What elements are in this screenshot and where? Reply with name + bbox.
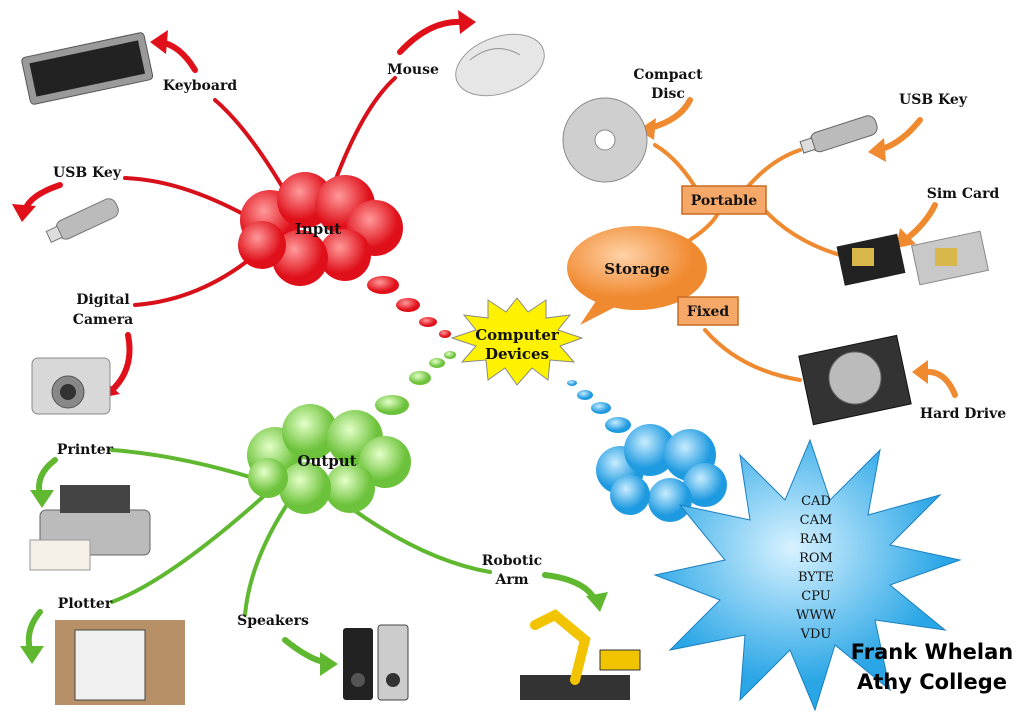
mouse-label: Mouse — [387, 62, 439, 78]
printer-image — [29, 485, 151, 571]
printer-label: Printer — [57, 442, 114, 458]
storage-label: Storage — [604, 260, 669, 278]
hard-drive-label: Hard Drive — [920, 406, 1006, 422]
bubble-trails — [367, 276, 631, 433]
svg-text:VDU: VDU — [800, 627, 832, 642]
hard-drive-image — [798, 334, 912, 426]
keyboard-label: Keyboard — [163, 78, 237, 94]
output-cloud[interactable]: Output — [247, 404, 411, 514]
terms-starburst — [653, 438, 962, 712]
output-label: Output — [297, 452, 356, 470]
sim-card-label: Sim Card — [927, 186, 1000, 202]
sim-card-image — [836, 230, 989, 286]
svg-text:RAM: RAM — [800, 532, 833, 547]
other-cloud[interactable] — [596, 424, 727, 522]
compact-disc-label-1: Compact — [633, 67, 703, 83]
svg-text:Fixed: Fixed — [687, 304, 730, 320]
usb-key-input-image — [45, 198, 119, 244]
mouse-image — [455, 33, 545, 97]
svg-text:Portable: Portable — [691, 193, 758, 209]
fixed-box[interactable]: Fixed — [677, 296, 739, 326]
center-starburst[interactable]: Computer Devices — [450, 297, 584, 386]
compact-disc-image — [562, 97, 648, 183]
svg-text:BYTE: BYTE — [798, 570, 834, 585]
robotic-arm-label-1: Robotic — [482, 553, 542, 569]
terms-list: CAD CAM RAM ROM BYTE CPU WWW VDU — [796, 494, 837, 642]
input-cloud[interactable]: Input — [238, 172, 403, 286]
compact-disc-label-2: Disc — [651, 86, 685, 102]
author-school: Athy College — [857, 670, 1007, 694]
digital-camera-label-1: Digital — [76, 292, 129, 308]
plotter-image — [55, 620, 185, 705]
input-label: Input — [295, 220, 341, 238]
usb-key-storage-image — [799, 115, 878, 154]
robotic-arm-image — [520, 609, 641, 700]
svg-text:ROM: ROM — [799, 551, 833, 566]
storage-node[interactable]: Storage — [567, 226, 707, 325]
digital-camera-label-2: Camera — [73, 312, 133, 328]
portable-box[interactable]: Portable — [681, 185, 767, 215]
svg-text:Computer: Computer — [475, 326, 560, 344]
camera-image — [31, 357, 111, 415]
author-name: Frank Whelan — [851, 640, 1013, 664]
plotter-label: Plotter — [58, 596, 113, 612]
svg-text:CAD: CAD — [801, 494, 831, 509]
svg-text:Devices: Devices — [485, 345, 549, 363]
speakers-image — [343, 624, 409, 701]
usb-key-input-label: USB Key — [53, 165, 122, 181]
robotic-arm-label-2: Arm — [494, 572, 528, 588]
speakers-label: Speakers — [237, 613, 309, 629]
svg-text:WWW: WWW — [796, 608, 837, 623]
output-branches — [110, 448, 492, 617]
svg-text:CAM: CAM — [800, 513, 833, 528]
svg-text:CPU: CPU — [801, 589, 830, 604]
usb-key-storage-label: USB Key — [899, 92, 968, 108]
keyboard-image — [21, 32, 154, 105]
